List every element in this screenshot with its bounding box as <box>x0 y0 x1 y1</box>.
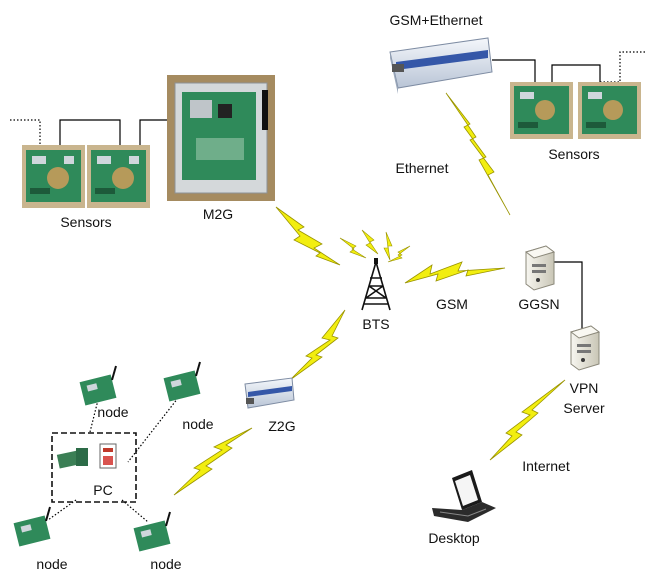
ggsn-vpn-link <box>554 261 583 330</box>
label-vpn: VPN <box>569 380 599 396</box>
sensor-board-icon <box>22 145 85 208</box>
pc-node-link-bottom-left <box>47 499 77 521</box>
ggsn-server-icon <box>524 245 556 291</box>
label-z2g: Z2G <box>268 418 296 434</box>
sensor-board-icon <box>510 82 573 139</box>
z2g-modem-icon <box>244 377 295 409</box>
lightning-link-icon <box>275 206 341 266</box>
label-node-bottom-left: node <box>36 556 68 572</box>
gsm-ethernet-modem-icon <box>389 37 493 94</box>
lightning-links <box>173 92 566 496</box>
node-board-icon <box>79 365 117 406</box>
lightning-link-icon <box>289 309 346 381</box>
vpn-server-icon <box>569 325 601 371</box>
laptop-icon <box>432 470 496 522</box>
node-board-icon <box>13 506 51 547</box>
label-internet: Internet <box>522 458 570 474</box>
m2g-device-icon <box>167 75 275 201</box>
sensor-board-icon <box>578 82 641 139</box>
pc-icon <box>56 443 117 469</box>
lightning-link-icon <box>404 261 506 284</box>
label-m2g: M2G <box>202 206 234 222</box>
label-ggsn: GGSN <box>518 296 560 312</box>
label-server: Server <box>563 400 605 416</box>
label-gsm-ethernet: GSM+Ethernet <box>389 12 483 28</box>
sensor-board-icon <box>87 145 150 208</box>
node-board-icon <box>133 511 171 552</box>
sensor-wire-left-dotted <box>10 119 41 145</box>
label-bts: BTS <box>362 316 390 332</box>
lightning-link-icon <box>173 427 253 496</box>
lightning-link-icon <box>489 379 566 461</box>
sensor-wire-right-dotted <box>600 51 645 83</box>
label-node-bottom-right: node <box>150 556 182 572</box>
label-desktop: Desktop <box>428 530 480 546</box>
pc-cluster <box>51 432 137 503</box>
label-ethernet: Ethernet <box>395 160 449 176</box>
node-board-icon <box>163 361 201 402</box>
bts-tower-icon <box>339 229 411 311</box>
label-gsm: GSM <box>436 296 468 312</box>
label-sensors-right: Sensors <box>548 146 600 162</box>
sensor-wire-left-2 <box>139 119 167 145</box>
sensor-wire-left-1 <box>59 119 121 148</box>
sensor-wire-right-2 <box>551 64 601 82</box>
label-node-top-left: node <box>97 404 129 420</box>
pc-node-link-bottom-right <box>121 499 149 523</box>
lightning-link-icon <box>445 92 511 216</box>
label-sensors-left: Sensors <box>60 214 112 230</box>
sensor-wire-right-1 <box>492 59 536 82</box>
label-pc: PC <box>93 482 113 498</box>
label-node-top-right: node <box>182 416 214 432</box>
